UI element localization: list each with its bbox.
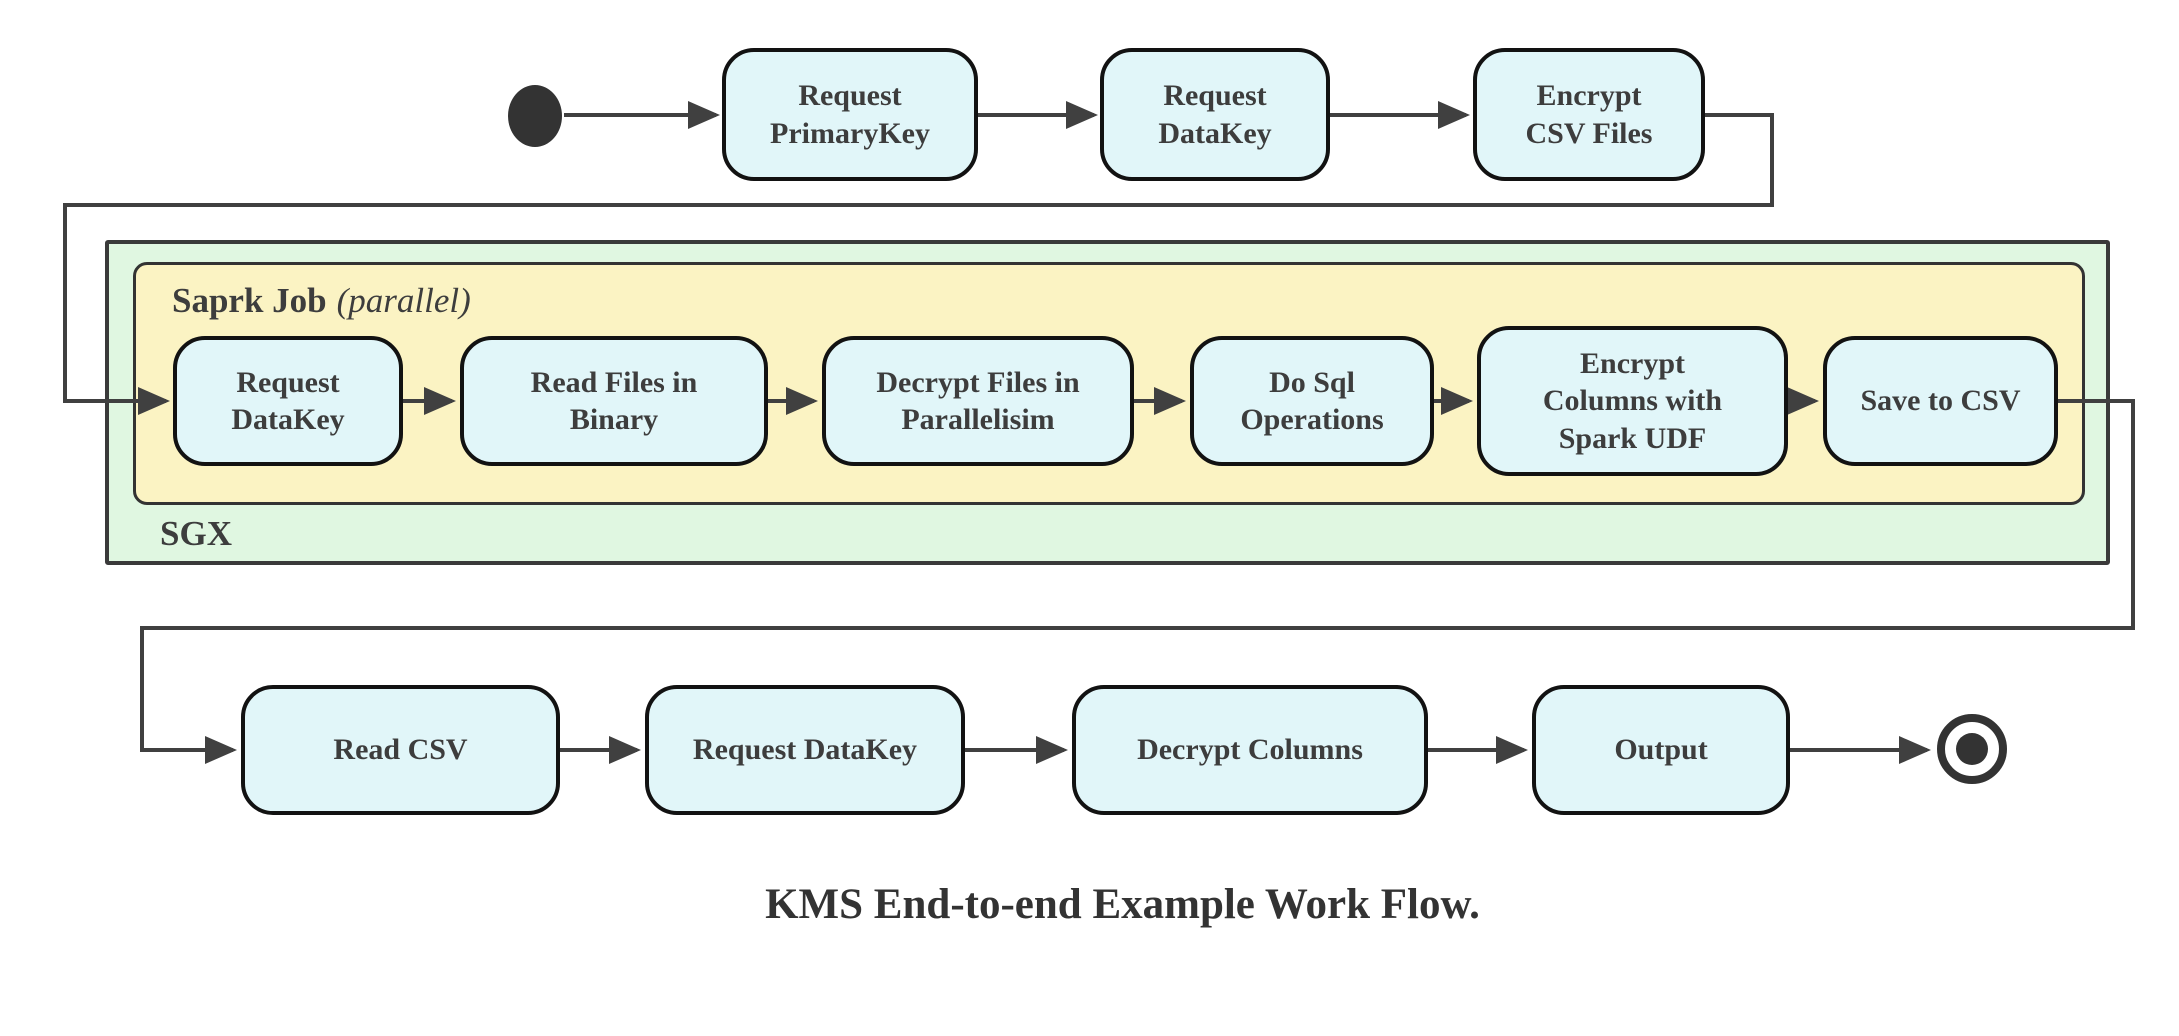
node-request-datakey-bottom: Request DataKey	[645, 685, 965, 815]
node-label: Save to CSV	[1860, 384, 2021, 418]
sgx-label-text: SGX	[160, 514, 232, 553]
final-state-dot-icon	[1956, 733, 1988, 765]
spark-job-label: Saprk Job(parallel)	[172, 281, 471, 321]
node-encrypt-columns-with-spark-udf: Encrypt Columns with Spark UDF	[1477, 326, 1788, 476]
edge-save-to-csv-to-read-csv	[140, 399, 2135, 764]
node-label: Encrypt CSV Files	[1525, 79, 1653, 150]
node-label: Read CSV	[333, 733, 468, 767]
node-read-files-in-binary: Read Files in Binary	[460, 336, 768, 466]
node-label: Request PrimaryKey	[770, 79, 930, 150]
node-request-primarykey: Request PrimaryKey	[722, 48, 978, 181]
node-save-to-csv: Save to CSV	[1823, 336, 2058, 466]
node-do-sql-operations: Do Sql Operations	[1190, 336, 1434, 466]
node-encrypt-csv-files: Encrypt CSV Files	[1473, 48, 1705, 181]
node-label: Request DataKey	[692, 733, 918, 767]
diagram-caption: KMS End-to-end Example Work Flow.	[765, 881, 1480, 928]
node-decrypt-files-in-parallelisim: Decrypt Files in Parallelisim	[822, 336, 1134, 466]
sgx-label: SGX	[160, 514, 232, 554]
node-output: Output	[1532, 685, 1790, 815]
node-label: Request DataKey	[1158, 79, 1272, 150]
node-label: Do Sql Operations	[1240, 365, 1384, 437]
node-label: Decrypt Columns	[1137, 733, 1363, 767]
node-label: Read Files in Binary	[530, 365, 698, 437]
spark-job-title: Saprk Job	[172, 281, 327, 320]
spark-job-parallel-annotation: (parallel)	[336, 281, 471, 320]
node-request-datakey-top: Request DataKey	[1100, 48, 1330, 181]
node-label: Output	[1614, 733, 1708, 767]
node-label: Encrypt Columns with Spark UDF	[1542, 346, 1723, 455]
final-state-icon	[1937, 714, 2007, 784]
initial-state-icon	[508, 85, 562, 147]
node-read-csv: Read CSV	[241, 685, 560, 815]
node-label: Decrypt Files in Parallelisim	[876, 365, 1080, 437]
node-label: Request DataKey	[231, 365, 345, 437]
edge-encrypt-csv-files-to-sgx-request-datakey	[63, 113, 1774, 415]
node-decrypt-columns: Decrypt Columns	[1072, 685, 1428, 815]
node-request-datakey-sgx: Request DataKey	[173, 336, 403, 466]
